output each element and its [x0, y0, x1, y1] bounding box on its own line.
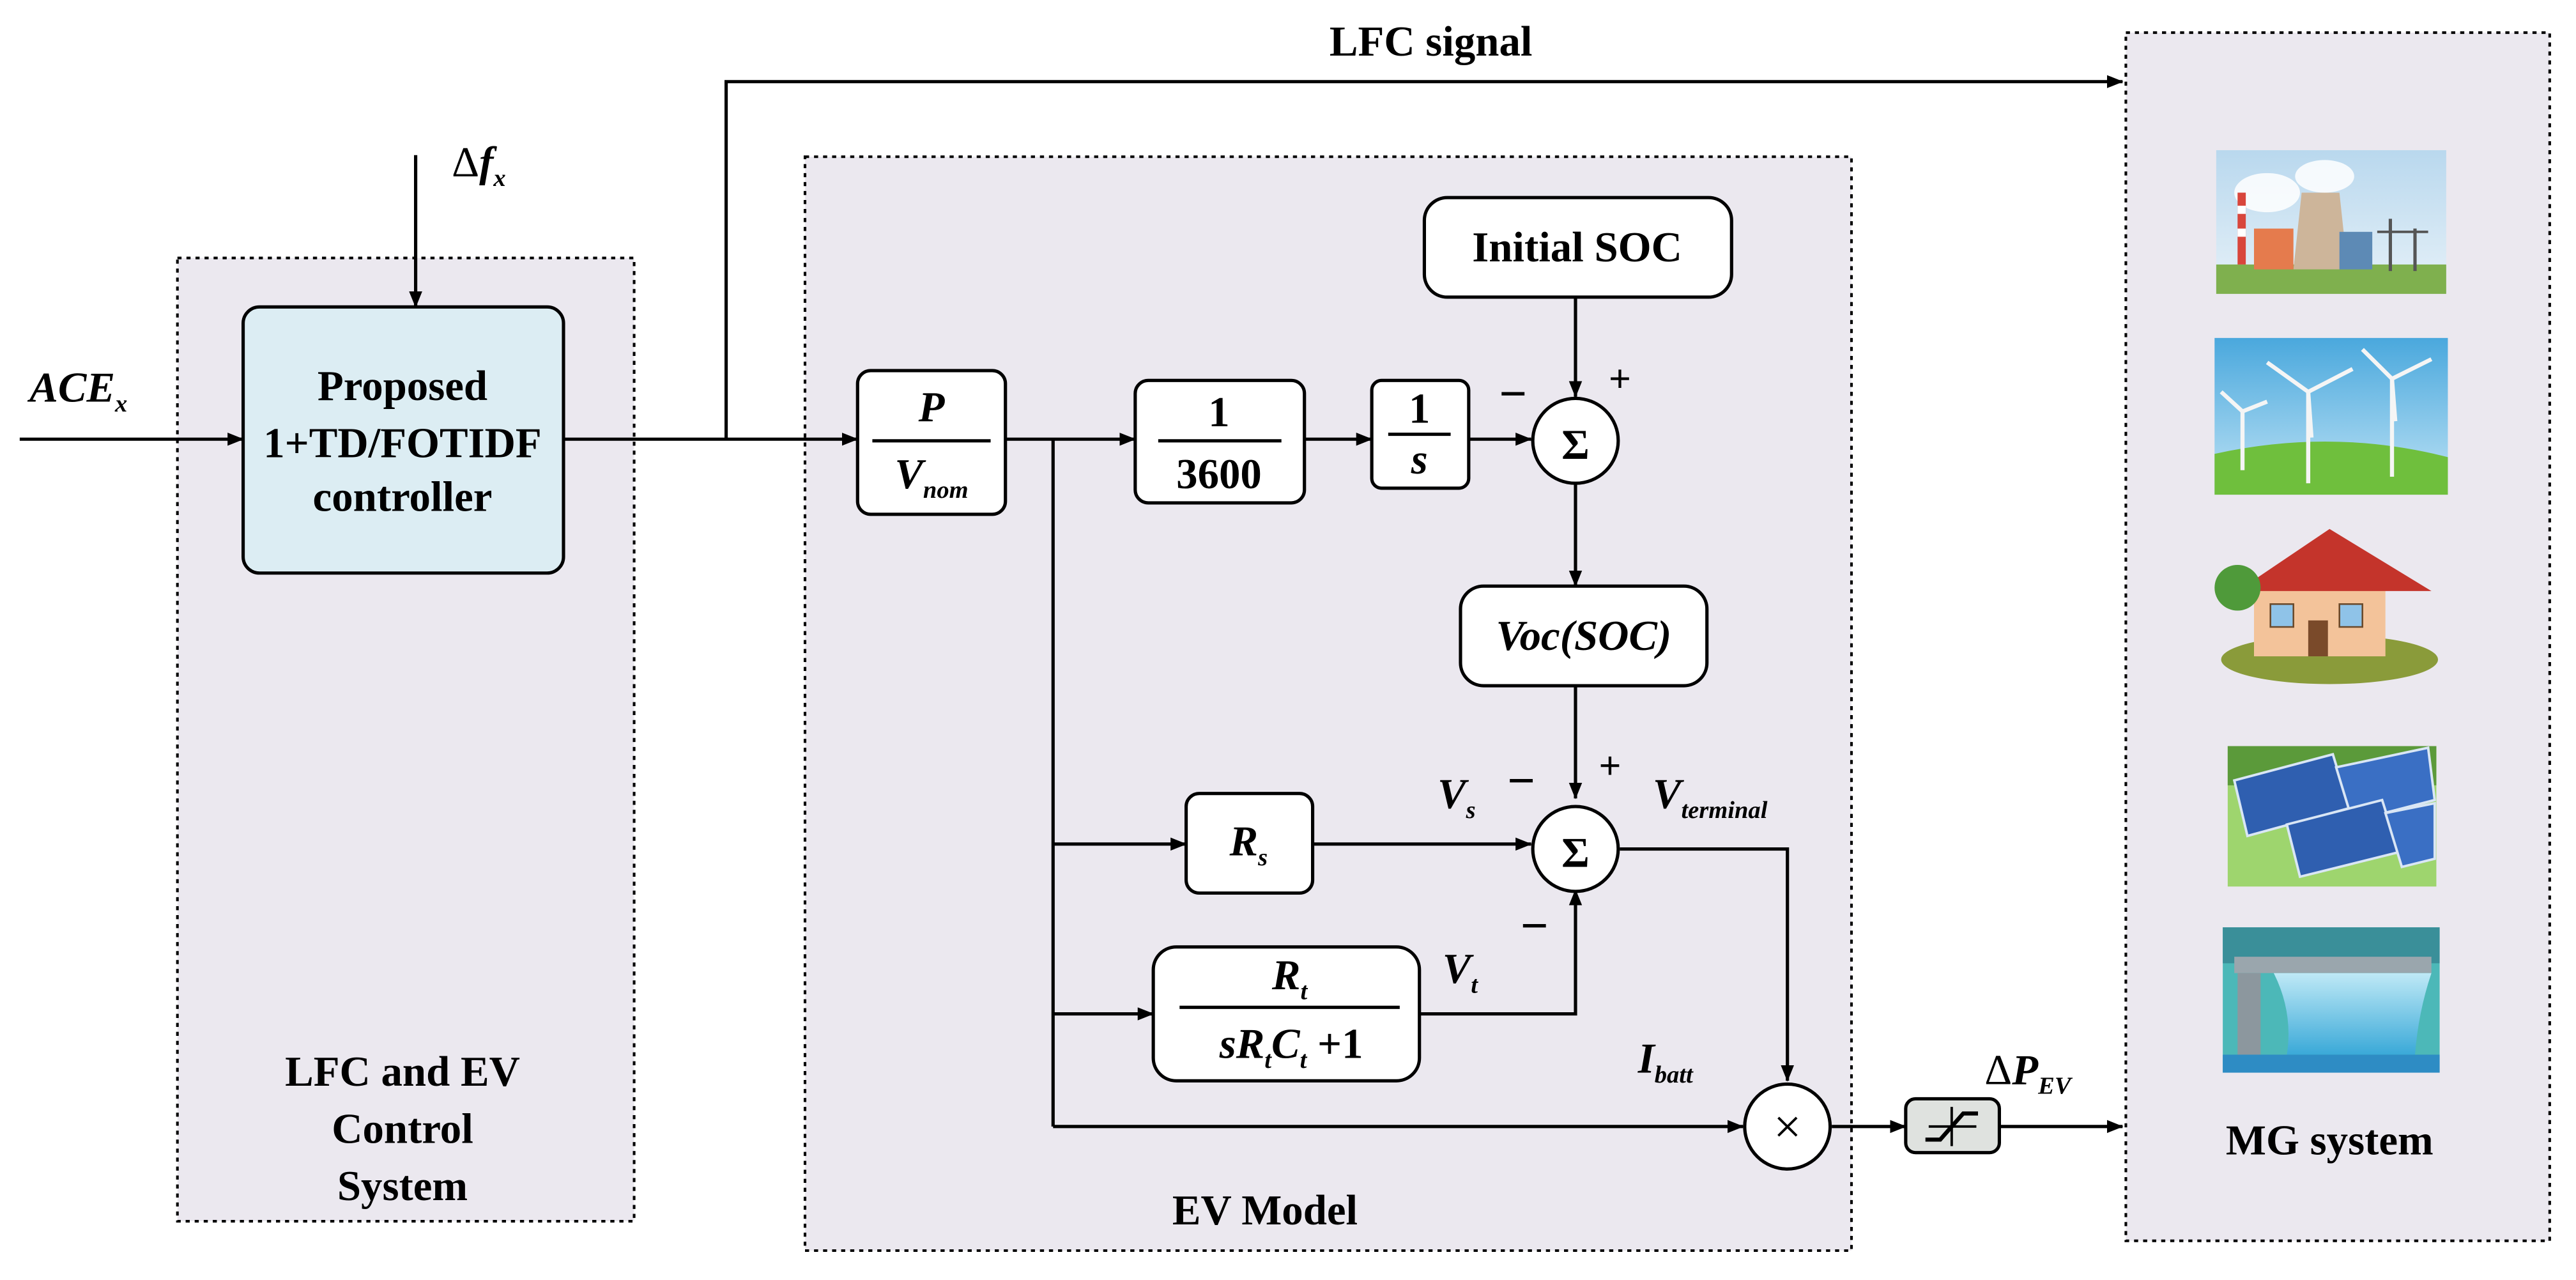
- svg-text:P: P: [918, 384, 946, 431]
- lfc-signal-label: LFC signal: [1330, 19, 1533, 65]
- ev-model-title: EV Model: [1172, 1187, 1358, 1234]
- svg-text:Proposed: Proposed: [318, 363, 487, 410]
- sum1-plus-sign: +: [1609, 357, 1631, 401]
- rs-block: Rs: [1184, 792, 1315, 895]
- hydro-dam-icon: [2223, 927, 2440, 1073]
- vs-label: Vs: [1438, 771, 1476, 824]
- mg-system-title: MG system: [2226, 1117, 2434, 1164]
- delta-pev-label: ΔPEV: [1984, 1047, 2073, 1100]
- svg-text:Rt: Rt: [1271, 952, 1308, 1005]
- sum1-minus-sign: −: [1499, 366, 1527, 420]
- soc-summing-junction: Σ: [1531, 396, 1620, 485]
- delta-f-input-label: Δfx: [452, 139, 506, 192]
- saturation-block: [1904, 1097, 2001, 1155]
- thermal-power-plant-icon: [2216, 150, 2446, 294]
- solar-panel-icon: [2227, 746, 2437, 887]
- integrator-block: 1 s: [1370, 378, 1471, 490]
- svg-text:1+TD/FOTIDF: 1+TD/FOTIDF: [263, 420, 541, 467]
- svg-text:s: s: [1411, 436, 1428, 483]
- p-over-vnom-block: P Vnom: [855, 369, 1008, 516]
- ev-model-region: [803, 155, 1853, 1253]
- vterminal-label: Vterminal: [1653, 771, 1768, 824]
- lfc-region-title-line1: LFC and EV: [285, 1049, 520, 1095]
- multiplier-junction: ×: [1743, 1082, 1832, 1171]
- svg-text:×: ×: [1774, 1099, 1801, 1154]
- svg-text:Initial SOC: Initial SOC: [1472, 224, 1682, 271]
- svg-text:Vnom: Vnom: [894, 451, 968, 504]
- house-icon: [2214, 528, 2438, 684]
- voc-soc-block: Voc(SOC): [1459, 584, 1709, 688]
- svg-text:1: 1: [1409, 386, 1430, 433]
- lfc-region-title-line3: System: [337, 1163, 468, 1210]
- svg-text:3600: 3600: [1176, 451, 1262, 498]
- svg-text:1: 1: [1208, 389, 1229, 436]
- svg-text:Voc(SOC): Voc(SOC): [1496, 613, 1671, 659]
- vt-label: Vt: [1443, 946, 1479, 998]
- controller-block: Proposed 1+TD/FOTIDF controller: [241, 305, 565, 575]
- rt-transfer-function-block: Rt sRtCt +1: [1151, 945, 1422, 1083]
- svg-text:sRtCt +1: sRtCt +1: [1219, 1021, 1363, 1074]
- ibatt-label: Ibatt: [1637, 1036, 1694, 1088]
- lfc-region-title-line2: Control: [332, 1106, 473, 1153]
- sum2-minus-top: −: [1507, 753, 1535, 808]
- svg-text:Rs: Rs: [1229, 819, 1268, 871]
- sum2-minus-bottom: −: [1521, 898, 1549, 953]
- svg-text:controller: controller: [313, 474, 493, 521]
- gain-1-over-3600-block: 1 3600: [1133, 378, 1307, 505]
- wind-turbine-icon: [2214, 337, 2448, 495]
- svg-text:Σ: Σ: [1561, 422, 1590, 468]
- terminal-summing-junction: Σ: [1531, 805, 1620, 893]
- signal-wires: [19, 75, 2124, 1134]
- sum2-plus-sign: +: [1598, 744, 1621, 788]
- svg-text:Σ: Σ: [1561, 830, 1590, 877]
- ace-input-label: ACEx: [27, 365, 127, 417]
- initial-soc-block: Initial SOC: [1422, 196, 1733, 299]
